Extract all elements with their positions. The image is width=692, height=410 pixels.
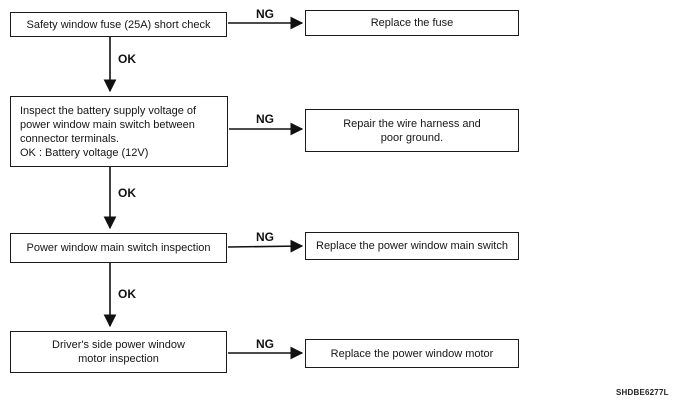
step-fuse-short-check: Safety window fuse (25A) short check <box>10 12 227 37</box>
ng-arrow-3 <box>227 239 304 253</box>
ok-label-2: OK <box>118 186 136 200</box>
figure-code: SHDBE6277L <box>616 388 669 397</box>
action-replace-motor: Replace the power window motor <box>305 339 519 368</box>
ok-label-3: OK <box>118 287 136 301</box>
step-motor-inspection: Driver's side power window motor inspect… <box>10 331 227 373</box>
ok-label-1: OK <box>118 52 136 66</box>
action-replace-main-switch: Replace the power window main switch <box>305 232 519 260</box>
action-repair-wire-harness: Repair the wire harness and poor ground. <box>305 109 519 152</box>
ng-label-1: NG <box>256 7 274 21</box>
ng-label-3: NG <box>256 230 274 244</box>
ng-label-4: NG <box>256 337 274 351</box>
step-main-switch-inspection: Power window main switch inspection <box>10 233 227 263</box>
ng-label-2: NG <box>256 112 274 126</box>
action-replace-fuse: Replace the fuse <box>305 10 519 36</box>
step-battery-voltage-inspection: Inspect the battery supply voltage of po… <box>10 96 228 167</box>
